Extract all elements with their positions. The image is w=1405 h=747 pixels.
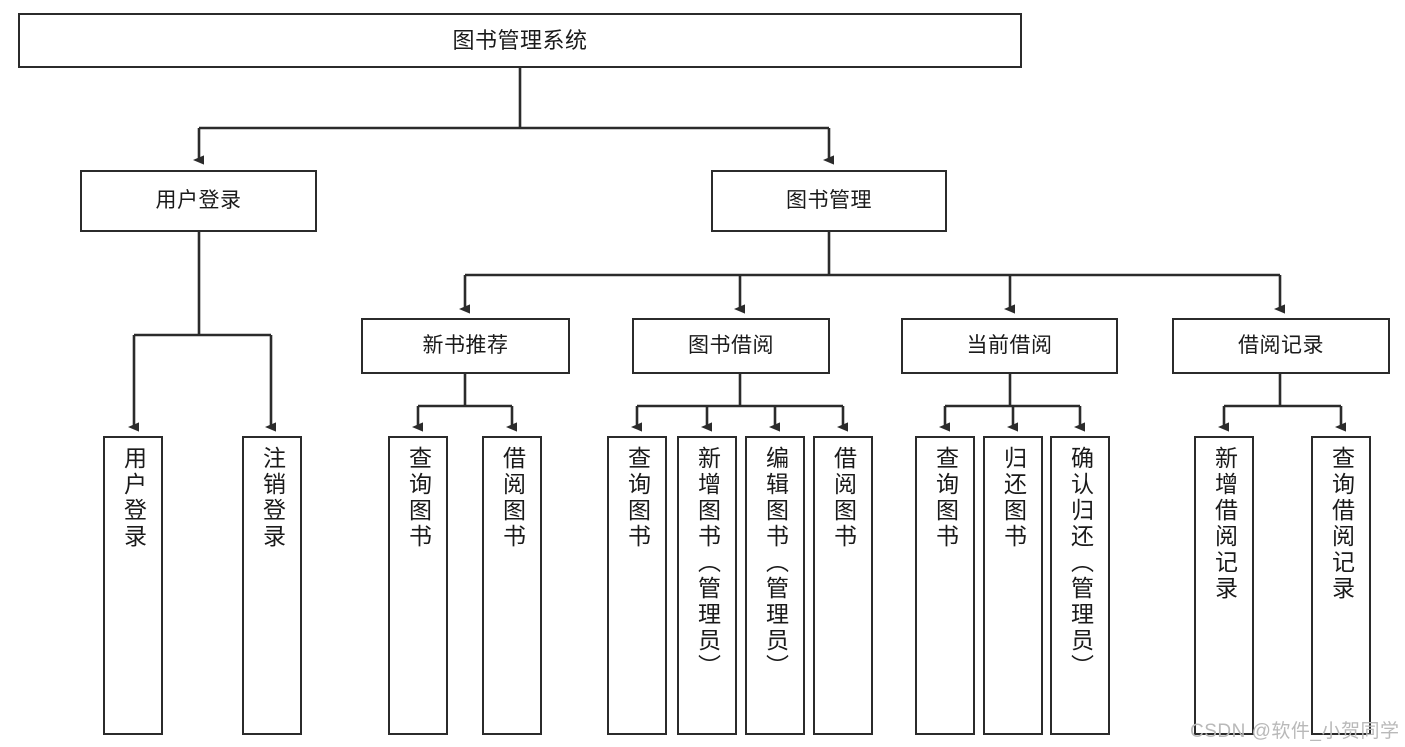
node-current-borrow[interactable]: 当前借阅 [901, 318, 1118, 374]
node-label: 编辑图书（管理员） [762, 446, 789, 680]
node-label: 用户登录 [120, 446, 147, 550]
leaf-user-login[interactable]: 用户登录 [103, 436, 163, 735]
leaf-record-add[interactable]: 新增借阅记录 [1194, 436, 1254, 735]
node-new-book-recommend[interactable]: 新书推荐 [361, 318, 570, 374]
leaf-recommend-borrow-book[interactable]: 借阅图书 [482, 436, 542, 735]
node-label: 查询借阅记录 [1328, 446, 1355, 602]
node-label: 图书管理系统 [452, 27, 588, 53]
node-label: 查询图书 [405, 446, 432, 550]
node-label: 查询图书 [932, 446, 959, 550]
node-label: 注销登录 [259, 446, 286, 550]
node-book-management[interactable]: 图书管理 [711, 170, 947, 232]
leaf-borrow-query-book[interactable]: 查询图书 [607, 436, 667, 735]
leaf-user-logout[interactable]: 注销登录 [242, 436, 302, 735]
node-user-login[interactable]: 用户登录 [80, 170, 317, 232]
node-label: 新增借阅记录 [1211, 446, 1238, 602]
node-label: 当前借阅 [966, 333, 1053, 357]
leaf-borrow-add-book[interactable]: 新增图书（管理员） [677, 436, 737, 735]
node-book-borrow[interactable]: 图书借阅 [632, 318, 830, 374]
leaf-recommend-query-book[interactable]: 查询图书 [388, 436, 448, 735]
node-label: 借阅记录 [1238, 333, 1324, 357]
node-root-system[interactable]: 图书管理系统 [18, 13, 1022, 68]
leaf-current-confirm-return[interactable]: 确认归还（管理员） [1050, 436, 1110, 735]
node-label: 查询图书 [624, 446, 651, 550]
node-label: 图书管理 [786, 188, 872, 212]
node-label: 图书借阅 [688, 333, 774, 357]
node-label: 借阅图书 [499, 446, 526, 550]
node-label: 新增图书（管理员） [694, 446, 721, 680]
node-borrow-record[interactable]: 借阅记录 [1172, 318, 1390, 374]
node-label: 归还图书 [1000, 446, 1027, 550]
node-label: 用户登录 [155, 188, 242, 212]
leaf-borrow-borrow-book[interactable]: 借阅图书 [813, 436, 873, 735]
node-label: 确认归还（管理员） [1067, 446, 1094, 680]
leaf-current-query-book[interactable]: 查询图书 [915, 436, 975, 735]
leaf-current-return-book[interactable]: 归还图书 [983, 436, 1043, 735]
leaf-borrow-edit-book[interactable]: 编辑图书（管理员） [745, 436, 805, 735]
node-label: 新书推荐 [422, 333, 509, 357]
leaf-record-query[interactable]: 查询借阅记录 [1311, 436, 1371, 735]
watermark-text: CSDN @软件_小贺同学 [1190, 721, 1400, 742]
node-label: 借阅图书 [830, 446, 857, 550]
